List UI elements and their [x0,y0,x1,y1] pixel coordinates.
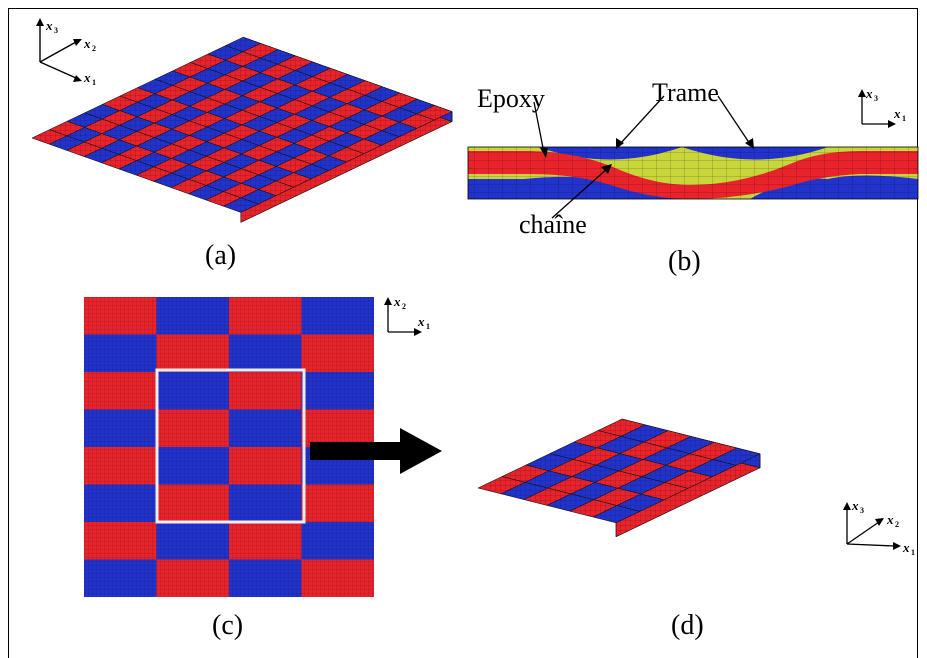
trame-label: Trame [652,78,719,107]
svg-text:x: x [893,106,901,121]
panel-a-isometric-weave: x 3 x 2 x 1 [31,18,453,223]
svg-text:x: x [865,86,873,101]
svg-text:3: 3 [860,506,864,515]
panel-d-unit-cell [477,418,761,538]
svg-text:2: 2 [402,302,406,311]
axis-x2-label: x [83,36,91,51]
svg-text:2: 2 [92,44,96,53]
axes-triad-d: x 3 x 2 x 1 [843,498,915,557]
panel-label-a: (a) [205,240,237,271]
svg-text:1: 1 [92,78,96,87]
yarn-cell [712,447,761,466]
unit-cell-selection-box [155,368,306,524]
axis-x3-label: x [45,18,53,33]
axes-triad-a: x 3 x 2 x 1 [36,18,96,87]
svg-text:x: x [902,540,910,555]
svg-text:1: 1 [911,548,915,557]
arrow-to-unit-cell [310,428,442,474]
svg-text:1: 1 [426,322,430,331]
svg-text:x: x [393,294,401,309]
panel-label-b: (b) [668,246,701,277]
svg-text:x: x [851,498,859,513]
chaine-label: chaîne [519,210,587,239]
yarn-cell [416,105,453,121]
isometric-laminate [31,36,453,223]
unit-cell-body [477,418,761,538]
axis-x1-label: x [83,70,91,85]
figure-border [8,8,918,658]
svg-text:3: 3 [54,26,58,35]
epoxy-label: Epoxy [477,84,545,113]
axes-triad-b: x 3 x 1 [858,86,906,128]
svg-text:3: 3 [874,94,878,103]
svg-text:2: 2 [895,520,899,529]
svg-text:x: x [417,314,425,329]
panel-label-c: (c) [212,610,244,641]
svg-text:x: x [886,512,894,527]
svg-text:1: 1 [902,114,906,123]
panel-b-cross-section: x 3 x 1 [467,86,919,219]
panel-label-d: (d) [671,610,704,641]
axes-triad-c: x 2 x 1 [384,294,430,336]
